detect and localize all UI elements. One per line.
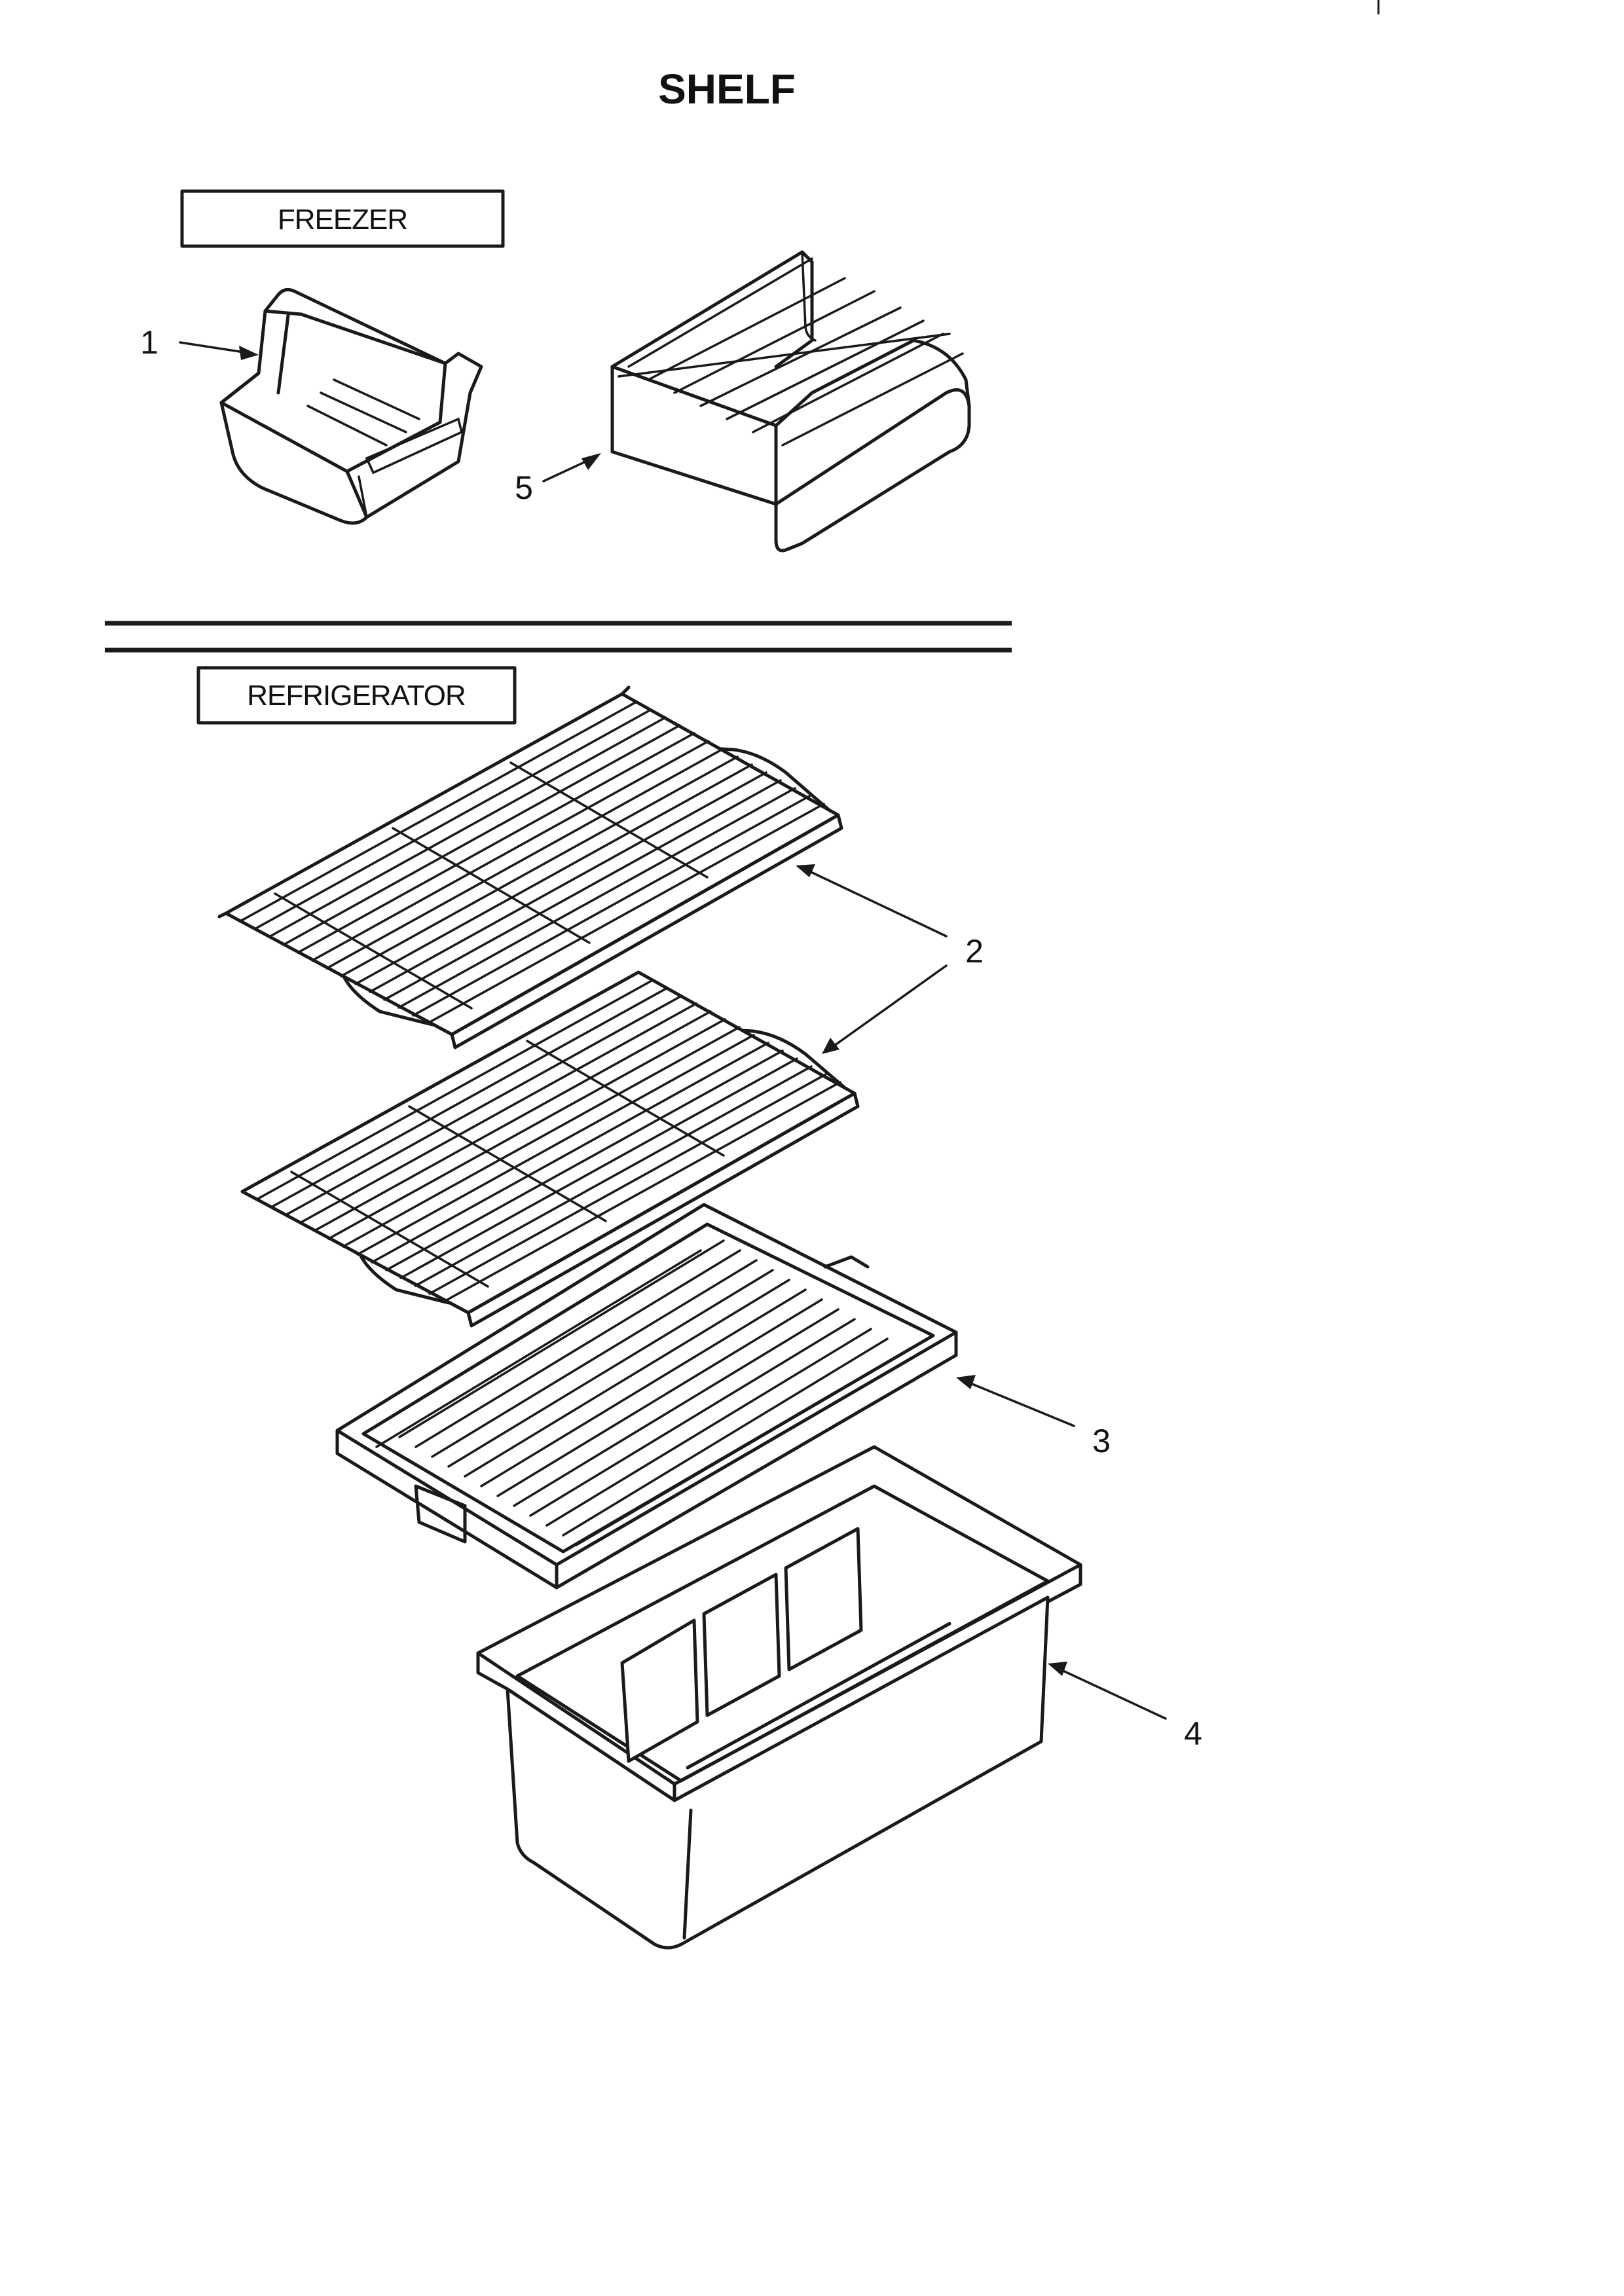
callout-4-number: 4 (1184, 1715, 1202, 1752)
callout-1-number: 1 (140, 324, 158, 361)
refrigerator-label-box: REFRIGERATOR (196, 666, 517, 725)
callout-2-number: 2 (965, 933, 984, 970)
refrigerator-label: REFRIGERATOR (247, 680, 466, 712)
wire-rack-support (610, 250, 971, 553)
crisper-cover (335, 1203, 958, 1590)
callout-3-number: 3 (1092, 1423, 1111, 1459)
callout-5: 5 (515, 453, 601, 506)
wire-shelf-lower (240, 970, 860, 1328)
freezer-label: FREEZER (278, 204, 407, 236)
callout-4: 4 (1048, 1662, 1202, 1752)
freezer-label-box: FREEZER (180, 189, 505, 248)
wire-shelf-upper (217, 685, 843, 1049)
callout-3: 3 (956, 1375, 1111, 1459)
callout-1: 1 (140, 324, 259, 361)
callout-2: 2 (796, 864, 984, 1054)
crisper-pan (476, 1445, 1082, 1950)
section-divider (105, 621, 1012, 653)
callout-5-number: 5 (515, 469, 533, 506)
ice-bin (219, 287, 483, 525)
diagram-title: SHELF (658, 65, 796, 113)
